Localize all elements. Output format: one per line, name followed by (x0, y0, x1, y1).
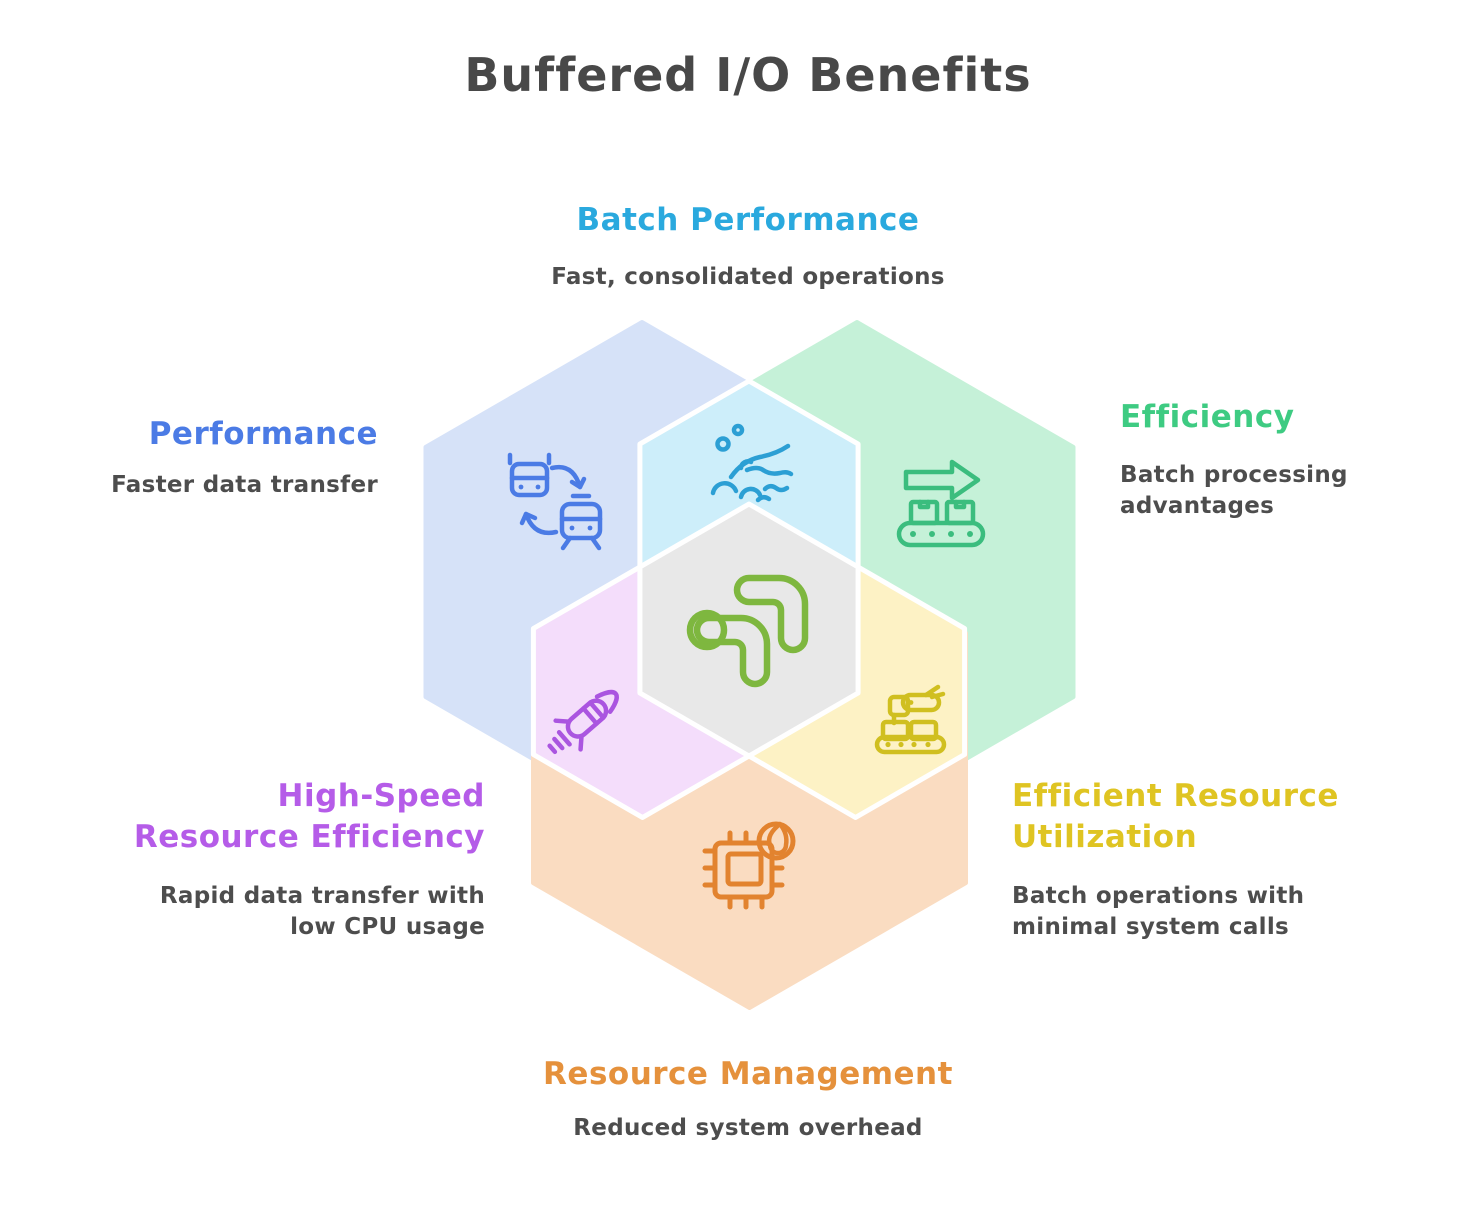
description-efficiency-line2: advantages (1120, 493, 1275, 519)
description-performance: Faster data transfer (111, 472, 378, 498)
description-batch-performance: Fast, consolidated operations (551, 264, 945, 290)
description-efficiency-line1: Batch processing (1120, 462, 1348, 488)
description-efficiency: Batch processing advantages (1120, 460, 1348, 522)
label-high-speed-line1: High-Speed (277, 778, 485, 814)
swimmer-icon (710, 423, 794, 503)
label-performance: Performance (148, 416, 378, 452)
description-high-speed-line1: Rapid data transfer with (159, 883, 485, 909)
description-efficient-utilization: Batch operations with minimal system cal… (1012, 881, 1304, 943)
description-efficient-utilization-line1: Batch operations with (1012, 883, 1305, 909)
description-efficient-utilization-line2: minimal system calls (1012, 914, 1290, 940)
label-efficient-utilization-line1: Efficient Resource (1012, 778, 1339, 814)
rocket-icon (547, 689, 619, 755)
diagram-title: Buffered I/O Benefits (464, 48, 1032, 102)
label-resource-management: Resource Management (543, 1056, 953, 1092)
label-efficiency: Efficiency (1120, 399, 1295, 435)
conveyor-arrow-icon (896, 459, 986, 548)
elbow-arrows-logo (686, 574, 809, 688)
hexagon-core (637, 501, 861, 759)
description-resource-management: Reduced system overhead (573, 1115, 923, 1141)
label-efficient-utilization: Efficient Resource Utilization (1012, 776, 1339, 858)
cpu-flame-icon (702, 821, 796, 910)
description-high-speed-line2: low CPU usage (290, 914, 485, 940)
robot-conveyor-icon (874, 684, 947, 755)
vehicle-transfer-icon (507, 452, 603, 551)
label-efficient-utilization-line2: Utilization (1012, 819, 1198, 855)
label-high-speed: High-Speed Resource Efficiency (134, 776, 485, 858)
label-high-speed-line2: Resource Efficiency (133, 819, 485, 855)
description-high-speed: Rapid data transfer with low CPU usage (160, 881, 485, 943)
label-batch-performance: Batch Performance (576, 202, 920, 238)
